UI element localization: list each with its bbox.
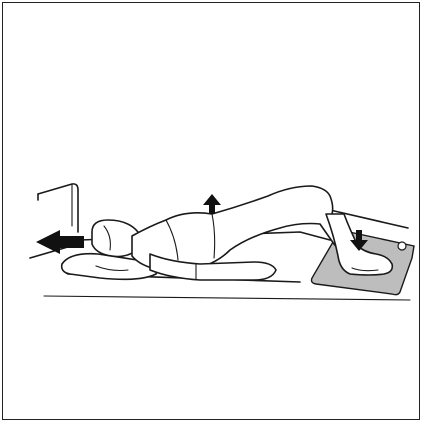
- hip-lift-arrow: [203, 194, 221, 214]
- head-push-arrow: [36, 230, 84, 254]
